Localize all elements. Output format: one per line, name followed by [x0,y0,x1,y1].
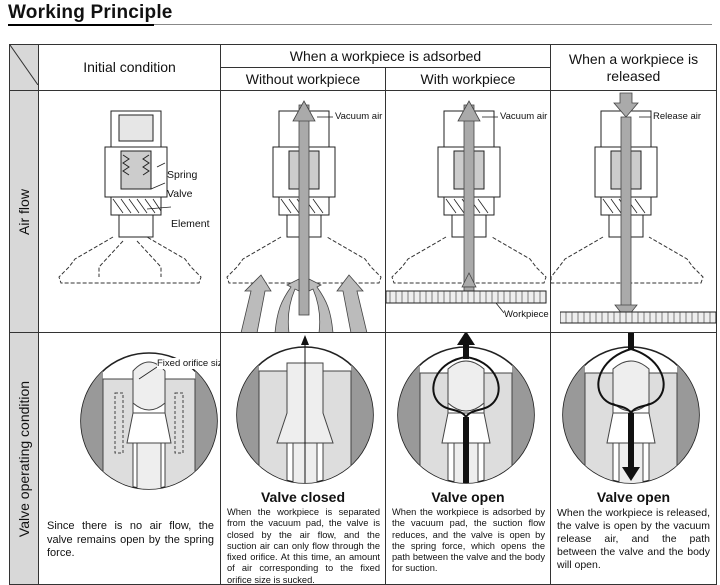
vacuum-air-label-1: Vacuum air [335,111,383,122]
valve-operating-condition-label: Valve operating condition [16,380,32,537]
page-title: Working Principle [8,2,173,23]
valve-closed-diagram: Valve closed When the workpiece is separ… [220,332,386,585]
working-principle-table: Initial condition When a workpiece is ad… [9,44,717,585]
valve-label: Valve [167,188,193,200]
airflow-initial-diagram: Spring Valve Element [38,90,221,333]
ejector-released-drawing [551,92,704,320]
air-flow-label: Air flow [16,188,32,235]
airflow-with-diagram: Vacuum air Workpiece [385,90,551,333]
airflow-without-diagram: Vacuum air [220,90,386,333]
valve-open-released-drawing [562,333,700,484]
vacuum-air-label-2: Vacuum air [500,111,548,122]
row-label-valve-condition: Valve operating condition [9,332,39,585]
initial-description: Since there is no air flow, the valve re… [47,520,214,559]
ejector-with-drawing [386,100,547,314]
title-underline [8,24,154,26]
corner-cell [9,44,39,91]
valve-closed-title: Valve closed [260,489,346,505]
valve-closed-drawing [236,335,374,484]
element-label: Element [171,218,210,230]
header-workpiece-released: When a workpiece is released [550,44,717,91]
released-description: When the workpiece is released, the valv… [557,507,710,571]
valve-open-title-2: Valve open [596,489,671,505]
valve-open-adsorbed-drawing [397,333,535,484]
valve-initial-diagram: Fixed orifice size Since there is no air… [38,332,221,585]
header-without-workpiece: Without workpiece [220,67,386,91]
valve-open-title-1: Valve open [431,489,505,505]
fixed-orifice-label: Fixed orifice size [157,358,220,369]
valve-open-released-diagram: Valve open When the workpiece is release… [550,332,717,585]
without-workpiece-description: When the workpiece is separated from the… [227,507,380,585]
workpiece-label: Workpiece [504,309,549,320]
header-with-workpiece: With workpiece [385,67,551,91]
title-rule [154,24,712,25]
with-workpiece-description: When the workpiece is adsorbed by the va… [392,507,545,574]
ejector-without-drawing [226,100,382,332]
airflow-released-diagram: Release air [550,90,717,333]
header-workpiece-adsorbed: When a workpiece is adsorbed [220,44,551,68]
release-air-label: Release air [653,111,702,122]
ejector-initial-drawing [58,110,202,284]
valve-open-adsorbed-diagram: Valve open When the workpiece is adsorbe… [385,332,551,585]
row-label-air-flow: Air flow [9,90,39,333]
spring-label: Spring [167,169,198,181]
released-workpiece-plate [560,311,717,324]
header-initial-condition: Initial condition [38,44,221,91]
valve-initial-drawing [80,352,218,490]
